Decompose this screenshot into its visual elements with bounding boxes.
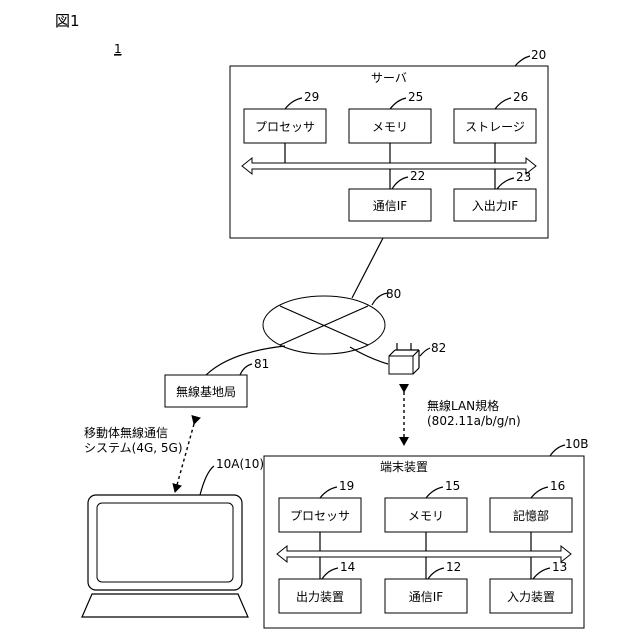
base-station-ref: 81 [254,357,269,371]
access-point-leader [420,348,430,356]
base-station-label: 無線基地局 [176,384,236,399]
terminal-memory-ref: 15 [445,479,460,493]
terminal-memory-label: メモリ [408,509,444,523]
mobile-link-line1: 移動体無線通信 [84,425,168,440]
server-ref-leader [515,56,530,66]
wlan-link-line2: (802.11a/b/g/n) [427,414,521,428]
server-io-if-ref: 23 [516,170,531,184]
access-point-edge [413,350,419,356]
server-storage-ref: 26 [513,90,528,104]
laptop-keyboard [82,594,248,617]
mobile-link-arrow [175,424,194,492]
server-comm-if-ref: 22 [410,169,425,183]
terminal-ref: 10B [565,437,589,451]
terminal: 端末装置 10B プロセッサ 19 メモリ 15 記憶部 16 出力装置 14 [264,437,589,628]
server-processor-label: プロセッサ [255,120,315,134]
access-point-edge [389,350,395,356]
terminal-storage-label: 記憶部 [513,508,549,523]
server: サーバ 20 プロセッサ 29 メモリ 25 ストレージ 26 通信IF 22 … [230,48,548,238]
network: 80 [263,238,401,354]
laptop: 10A(10) [82,457,264,617]
network-ref: 80 [386,287,401,301]
server-comm-if-label: 通信IF [373,199,408,213]
laptop-ref: 10A(10) [216,457,264,471]
network-base-station-link [206,346,285,375]
server-memory-ref: 25 [408,90,423,104]
system-ref: 1 [114,42,122,56]
access-point-ref: 82 [431,341,446,355]
server-memory-label: メモリ [372,120,408,134]
terminal-output-ref: 14 [340,560,355,574]
terminal-comm-if-label: 通信IF [409,590,444,604]
terminal-output-label: 出力装置 [296,590,344,604]
laptop-screen-inner [97,503,233,582]
server-io-if-label: 入出力IF [472,199,519,213]
server-processor-ref: 29 [304,90,319,104]
access-point-body [389,356,413,374]
laptop-leader [200,466,214,495]
base-station-leader [240,364,252,375]
terminal-title: 端末装置 [380,460,428,474]
server-title: サーバ [371,71,407,85]
base-station: 無線基地局 81 [165,346,285,407]
terminal-processor-ref: 19 [339,479,354,493]
access-point-edge [413,368,419,374]
terminal-processor-label: プロセッサ [290,509,350,523]
wlan-link-line1: 無線LAN規格 [427,398,499,413]
server-storage-label: ストレージ [465,120,525,134]
terminal-ref-leader [550,445,565,456]
terminal-storage-ref: 16 [550,479,565,493]
terminal-comm-if-ref: 12 [446,560,461,574]
mobile-link-line2: システム(4G, 5G) [84,441,183,455]
figure-label: 図1 [55,12,80,30]
terminal-input-label: 入力装置 [507,590,555,604]
terminal-input-ref: 13 [552,560,567,574]
server-ref: 20 [531,48,546,62]
server-network-link [352,238,383,298]
